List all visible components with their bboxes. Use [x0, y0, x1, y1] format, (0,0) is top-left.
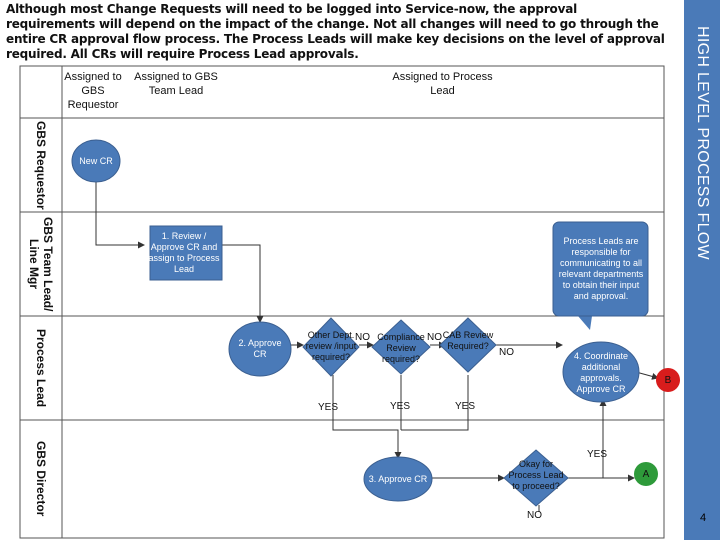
approve-cr-3-node — [363, 456, 433, 502]
lane-label-requestor: GBS Requestor — [34, 120, 48, 210]
no-label: NO — [355, 332, 370, 343]
connector-b-circle — [656, 368, 680, 392]
new-cr-label: New CR — [79, 155, 113, 166]
yes-label: YES — [390, 401, 411, 412]
connector-a-circle — [634, 462, 658, 486]
other-dept-decision — [302, 317, 360, 377]
intro-paragraph: Although most Change Requests will need … — [6, 2, 665, 61]
page-number: 4 — [700, 512, 707, 524]
coordinate-approvals-node — [562, 341, 640, 403]
note-callout-box — [552, 221, 649, 317]
lane-label-process-lead: Process Lead — [34, 328, 48, 408]
connector-b-label: B — [664, 374, 672, 386]
review-approve-label: 1. Review / Approve CR and assign to Pro… — [148, 231, 220, 274]
lane-label-director: GBS Director — [34, 441, 48, 517]
column-header-team-lead: Assigned to GBS Team Lead — [134, 71, 218, 97]
compliance-question: Compliance Review required? — [377, 332, 425, 364]
yes-label: YES — [587, 449, 608, 460]
lane-label-team-lead: GBS Team Lead/ Line Mgr — [27, 216, 55, 312]
title-sidebar — [684, 0, 720, 540]
cab-question: CAB Review Required? — [442, 330, 494, 351]
approve-cr-3-label: 3. Approve CR — [368, 473, 428, 484]
other-dept-question: Other Dept. review /input required? — [305, 330, 357, 362]
no-label: NO — [499, 347, 514, 358]
review-approve-shape — [149, 225, 223, 281]
coordinate-approvals-label: 4. Coordinate additional approvals. Appr… — [573, 351, 629, 394]
yes-label: YES — [455, 401, 476, 412]
approve-cr-2-label: 2. Approve CR — [238, 338, 282, 359]
column-header-process-lead: Assigned to Process Lead — [392, 71, 493, 97]
process-leads-note: Process Leads are responsible for commun… — [558, 236, 644, 301]
column-header-requestor: Assigned to GBS Requestor — [64, 71, 122, 111]
okay-question: Okay for Process Lead to proceed? — [508, 459, 564, 491]
compliance-decision — [371, 319, 431, 375]
yes-label: YES — [318, 402, 339, 413]
process-flow-title: HIGH LEVEL PROCESS FLOW — [694, 25, 711, 260]
cab-decision — [439, 317, 497, 373]
no-label: NO — [427, 332, 442, 343]
okay-decision — [503, 449, 569, 507]
connector-a-label: A — [642, 468, 650, 480]
approve-cr-2-node — [228, 321, 292, 377]
no-label: NO — [527, 510, 542, 521]
new-cr-node — [71, 139, 121, 183]
